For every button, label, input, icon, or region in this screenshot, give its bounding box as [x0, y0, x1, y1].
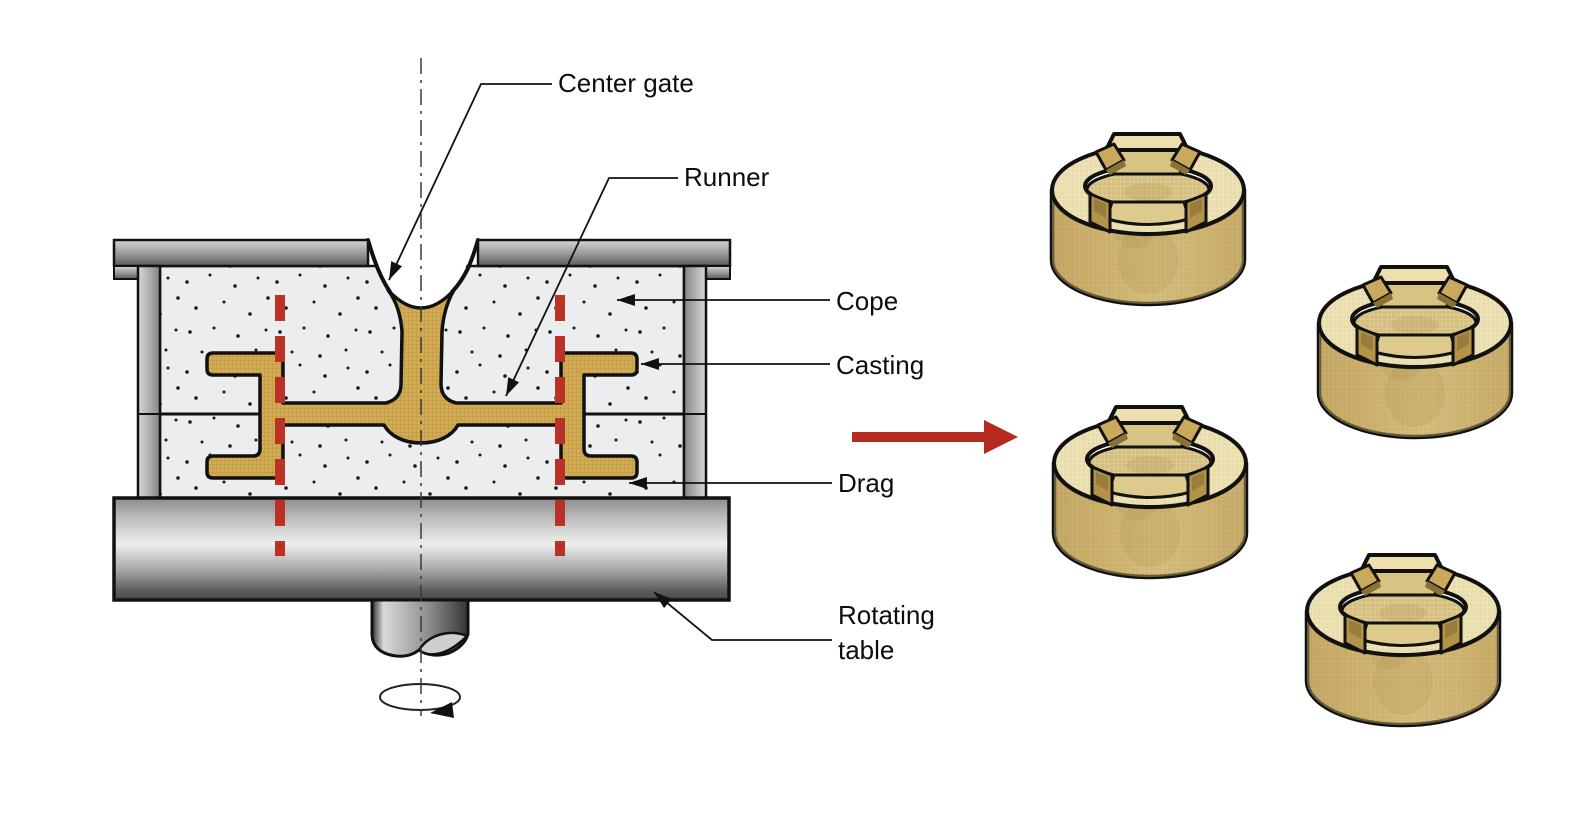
rotating-table: [112, 496, 731, 602]
spindle-shaft: [370, 598, 470, 658]
label-center-gate: Center gate: [558, 68, 694, 98]
casting-part-3: [1054, 407, 1246, 577]
label-cope: Cope: [836, 286, 899, 316]
cast-parts-group: [1052, 134, 1511, 725]
leader-runner: [505, 177, 678, 397]
process-arrow-icon: [852, 420, 1018, 454]
rotation-arrow-icon: [379, 683, 461, 718]
leader-lines: [388, 83, 832, 641]
label-drag: Drag: [838, 468, 895, 498]
casting-part-4: [1307, 555, 1499, 725]
label-rotating-table: Rotating table: [838, 600, 935, 666]
mold-assembly: [112, 58, 732, 718]
casting-part-2: [1319, 267, 1511, 437]
cope-top-plate: [112, 238, 732, 280]
label-casting: Casting: [836, 350, 925, 380]
funnel-wall-lines: [366, 238, 480, 294]
flask-wall-left: [136, 264, 162, 500]
casting-part-1: [1052, 134, 1244, 304]
label-runner: Runner: [684, 162, 770, 192]
leader-rotating-table: [653, 591, 832, 641]
leader-center-gate: [388, 83, 552, 281]
